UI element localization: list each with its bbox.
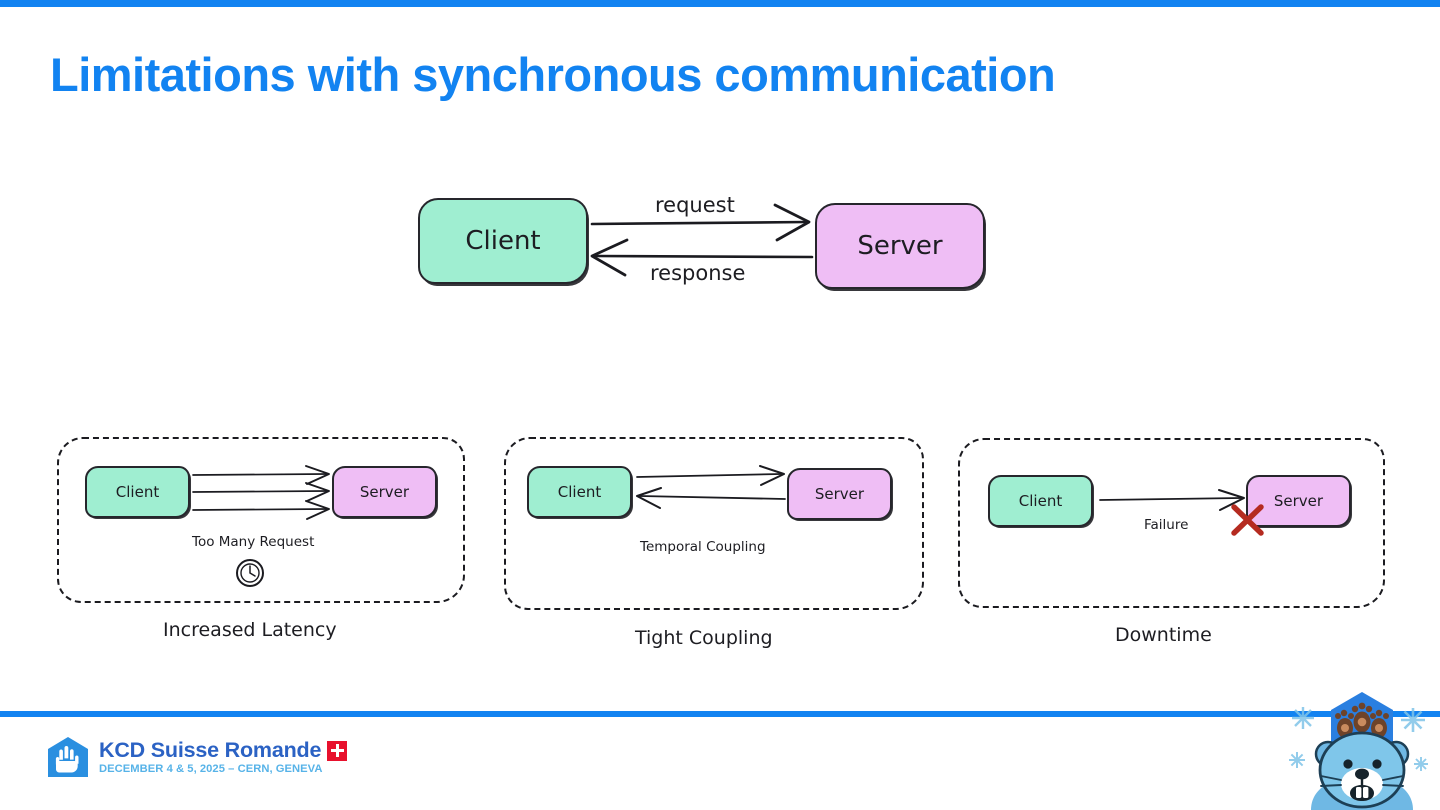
main-client-label: Client [465,226,541,256]
panel2-client-node: Client [527,466,632,518]
panel2-server-node: Server [787,468,892,520]
footer-logo-title: KCD Suisse Romande [99,738,322,763]
kcd-hands-icon [48,737,88,777]
panel-tight-coupling [504,437,924,610]
response-arrow-label: response [650,261,746,285]
panel3-client-node: Client [988,475,1093,527]
main-server-node: Server [815,203,985,289]
panel3-client-label: Client [1018,492,1063,510]
panel-downtime [958,438,1385,608]
panel3-server-label: Server [1273,492,1324,510]
panel2-server-label: Server [814,485,865,503]
main-client-node: Client [418,198,588,284]
panel2-caption: Tight Coupling [635,627,773,649]
panel1-caption: Increased Latency [163,619,337,641]
panel-increased-latency [57,437,465,603]
marmot-mascot-icon [1289,692,1428,810]
panel2-note: Temporal Coupling [640,539,766,555]
bottom-accent-bar [0,711,1440,717]
panel1-client-node: Client [85,466,190,518]
footer-logo: KCD Suisse Romande DECEMBER 4 & 5, 2025 … [46,735,348,779]
footer-logo-subtitle: DECEMBER 4 & 5, 2025 – CERN, GENEVA [99,762,323,775]
panel1-note: Too Many Request [192,534,315,550]
panel3-caption: Downtime [1115,624,1212,646]
panel3-server-node: Server [1246,475,1351,527]
top-accent-bar [0,0,1440,7]
panel1-client-label: Client [115,483,160,501]
panel3-note: Failure [1144,517,1189,533]
panel2-client-label: Client [557,483,602,501]
request-arrow-label: request [655,193,735,217]
main-server-label: Server [857,231,943,261]
panel1-server-label: Server [359,483,410,501]
swiss-flag-icon [327,740,348,761]
page-title: Limitations with synchronous communicati… [50,48,1056,101]
panel1-server-node: Server [332,466,437,518]
